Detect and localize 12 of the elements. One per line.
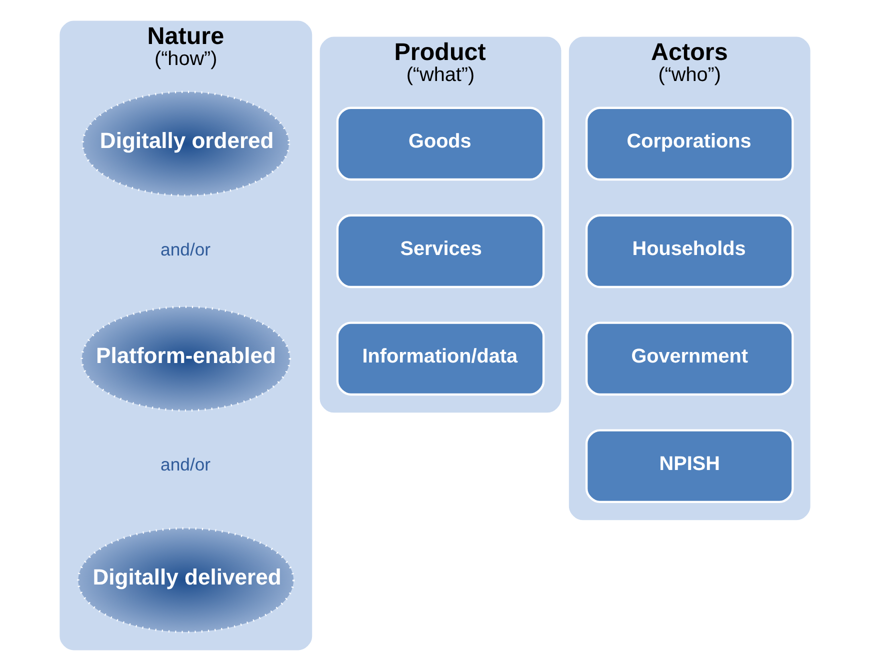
node-box: Services bbox=[336, 214, 544, 288]
node-box: Households bbox=[584, 214, 794, 288]
node-ellipse: Platform-enabled bbox=[80, 306, 291, 412]
node-box: Information/data bbox=[336, 322, 544, 396]
node-box: Goods bbox=[336, 106, 544, 181]
node-ellipse: Digitally ordered bbox=[81, 90, 290, 197]
label: and/or bbox=[160, 454, 210, 474]
node-box: Government bbox=[584, 322, 794, 396]
node-box: NPISH bbox=[584, 429, 794, 504]
label: and/or bbox=[160, 239, 210, 260]
node-ellipse: Digitally delivered bbox=[76, 527, 294, 634]
node-box: Corporations bbox=[584, 106, 794, 181]
